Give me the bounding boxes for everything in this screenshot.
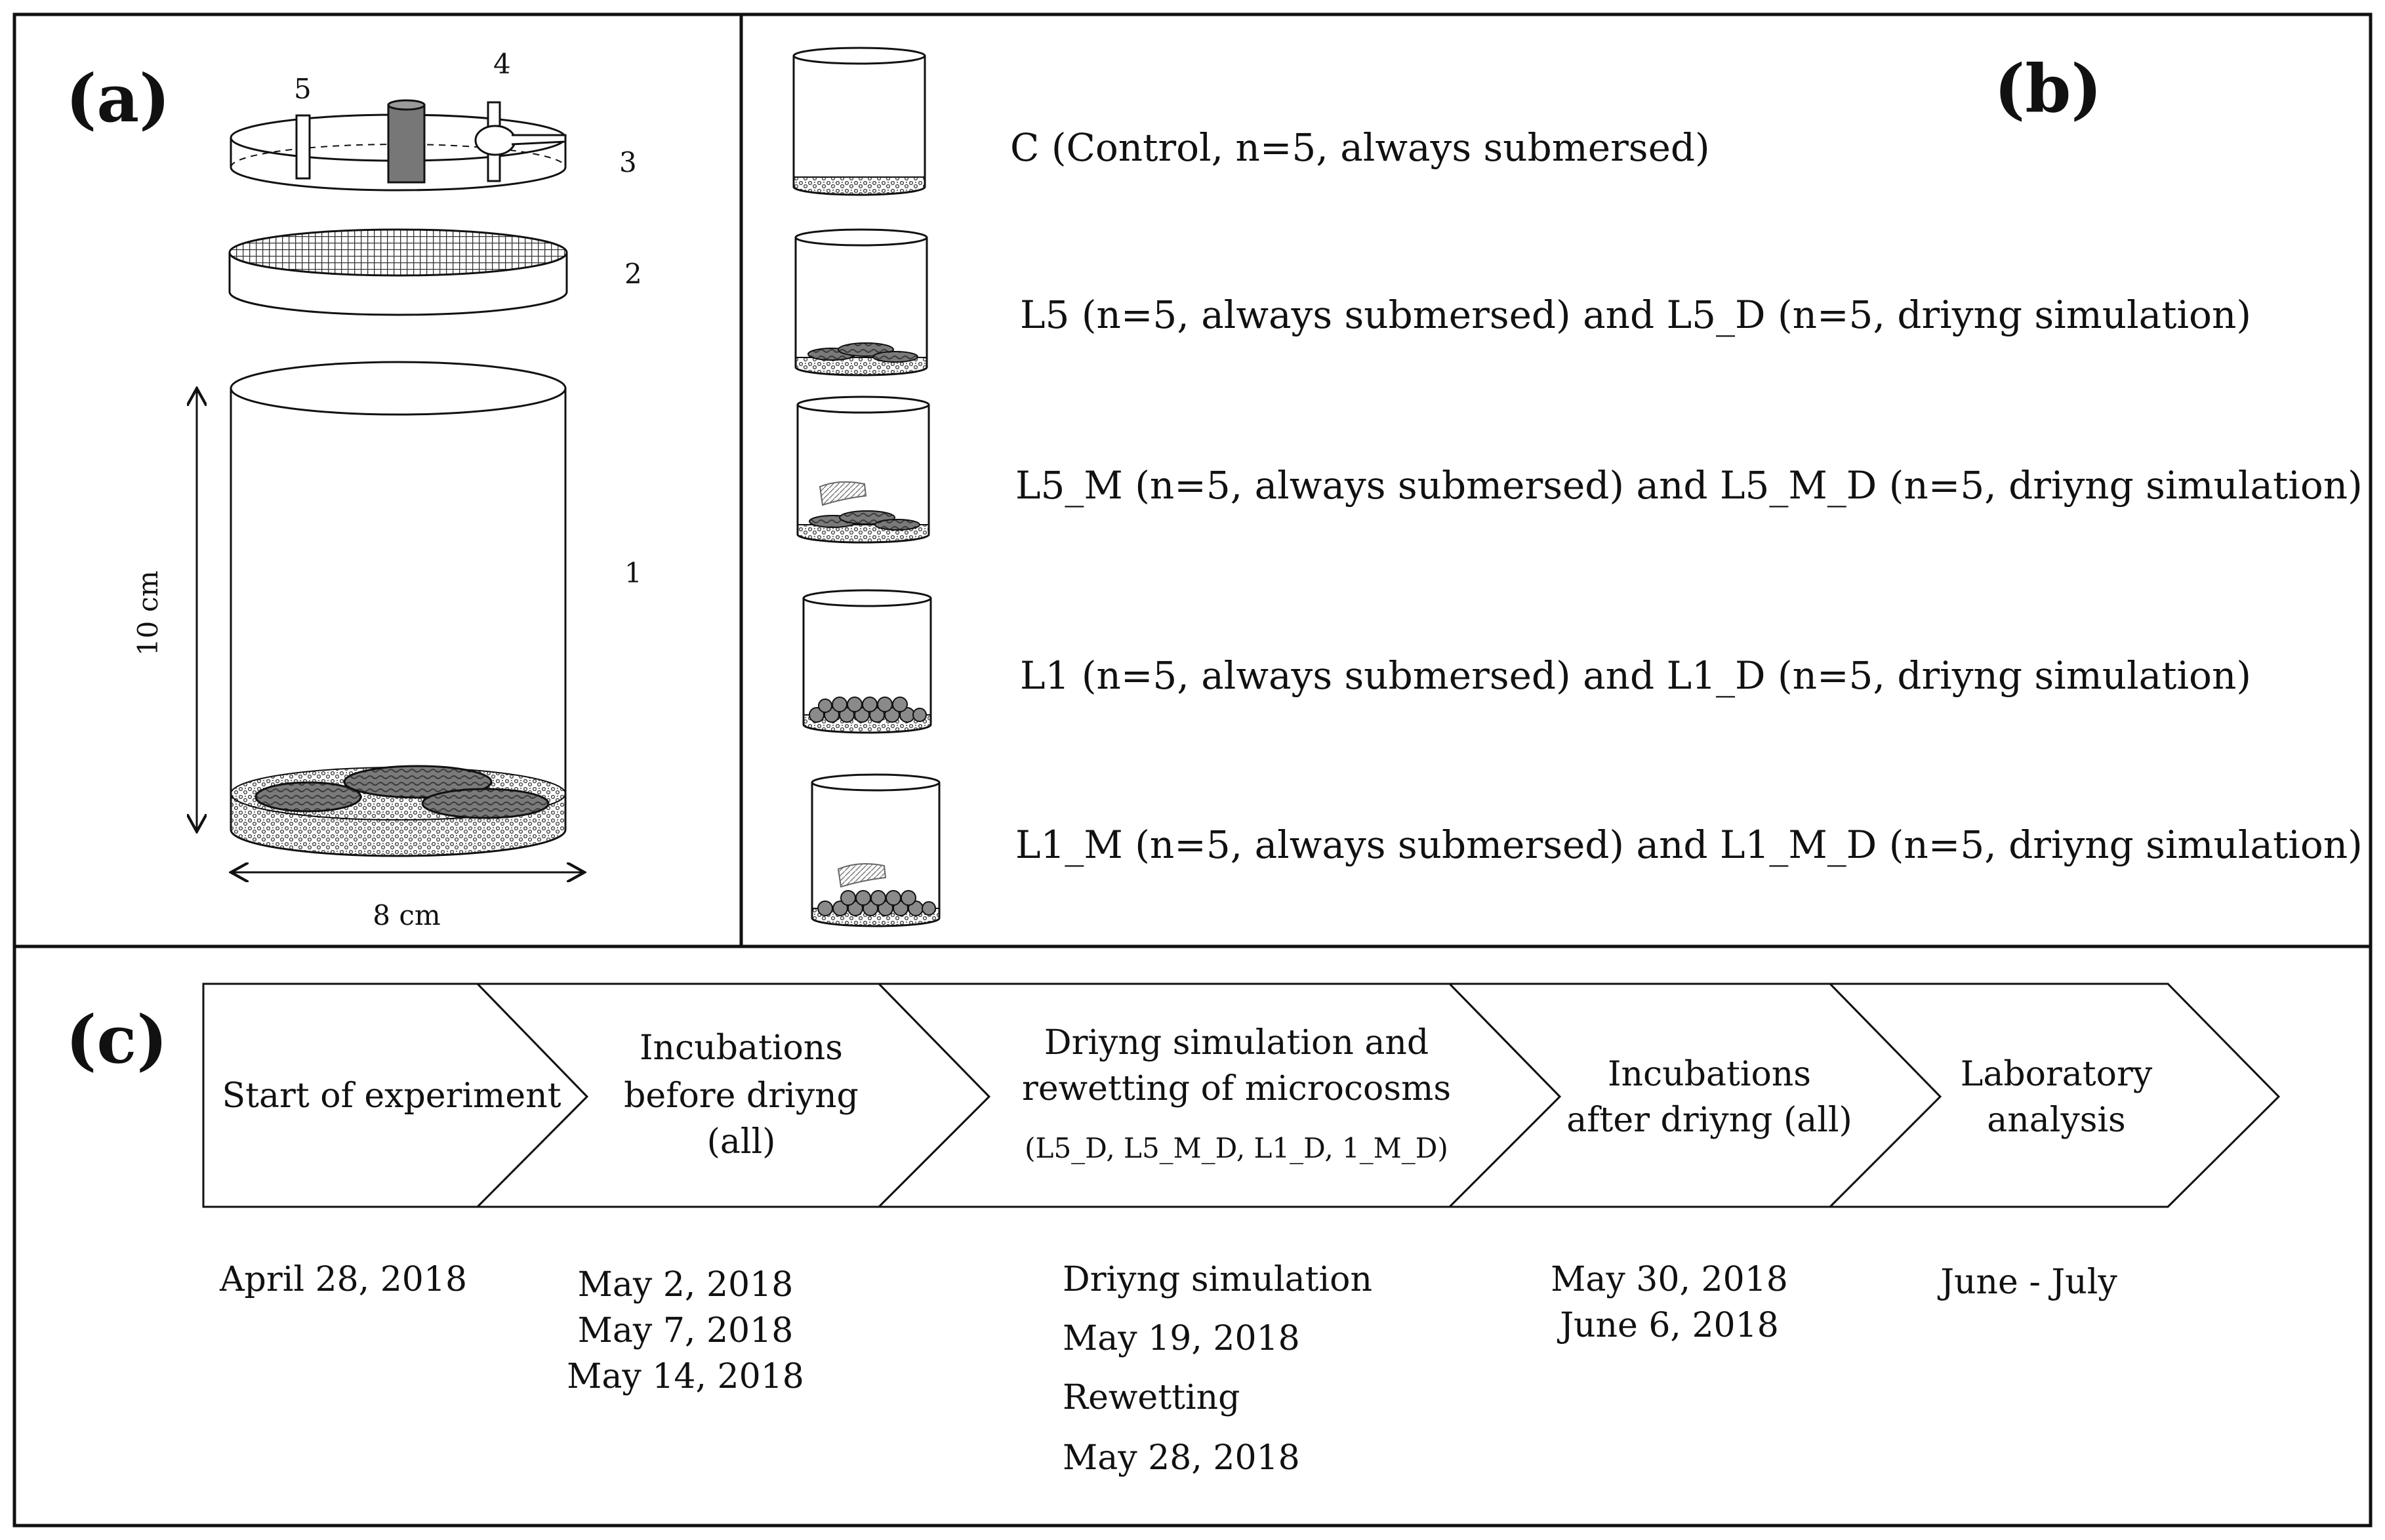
- step-3-date-4: May 28, 2018: [1063, 1438, 1300, 1478]
- l5m-leaf-3: [874, 519, 920, 531]
- step-2-date-2: May 7, 2018: [578, 1311, 794, 1350]
- height-label: 10 cm: [132, 571, 164, 656]
- step-3-text-line-2: rewetting of microcosms: [1022, 1069, 1451, 1108]
- treatment-label-l5: L5 (n=5, always submersed) and L5_D (n=5…: [1020, 293, 2251, 337]
- mesh-ring-top: [228, 228, 568, 277]
- part-number-1: 1: [624, 557, 642, 589]
- step-5-text-line-2: analysis: [1987, 1101, 2126, 1140]
- microcosm-l1m: [811, 773, 941, 927]
- l5-leaf-3: [872, 351, 918, 363]
- timeline-step-5-shape: [1827, 983, 2281, 1208]
- treatment-label-l1: L1 (n=5, always submersed) and L1_D (n=5…: [1020, 653, 2251, 698]
- cylinder-bottom-edge: [230, 829, 567, 857]
- step-2-text-line-3: (all): [707, 1122, 776, 1162]
- treatment-label-l5m: L5_M (n=5, always submersed) and L5_M_D …: [1015, 463, 2363, 508]
- microcosm-l1: [802, 589, 932, 734]
- valve-4-handle: [511, 134, 567, 146]
- main-cylinder: [230, 361, 567, 857]
- step-2-date-3: May 14, 2018: [567, 1357, 804, 1396]
- leaf-disc-3: [421, 788, 550, 819]
- part-number-2: 2: [624, 258, 642, 290]
- panel-c: (c) Start of experiment Incubations befo…: [66, 983, 2281, 1478]
- l1m-top: [811, 773, 941, 792]
- microcosm-l5m: [796, 395, 930, 544]
- part-number-5: 5: [294, 73, 312, 105]
- step-4-text-line-2: after driyng (all): [1566, 1101, 1852, 1140]
- step-3-text-line-1: Driyng simulation and: [1044, 1023, 1429, 1063]
- leaf-disc-2: [343, 765, 493, 799]
- mesh-ring: [228, 228, 568, 316]
- step-4-date-1: May 30, 2018: [1551, 1260, 1788, 1299]
- panel-b: (b) C (Control, n=5, always submersed) L…: [792, 47, 2363, 927]
- central-tube-top: [387, 99, 426, 111]
- step-1-date-1: April 28, 2018: [219, 1260, 467, 1299]
- l5-bottom: [794, 367, 928, 376]
- panel-c-label: (c): [66, 1001, 168, 1078]
- width-label: 8 cm: [373, 899, 440, 931]
- l1-bottom: [802, 724, 932, 734]
- l5m-top: [796, 395, 930, 414]
- part-number-4: 4: [493, 48, 511, 80]
- step-3-date-1: Driyng simulation: [1063, 1260, 1372, 1299]
- treatment-label-l1m: L1_M (n=5, always submersed) and L1_M_D …: [1015, 822, 2363, 867]
- frame: [12, 12, 2373, 1528]
- step-3-date-3: Rewetting: [1063, 1378, 1240, 1417]
- treatment-label-control: C (Control, n=5, always submersed): [1010, 125, 1710, 170]
- microcosm-control: [792, 47, 926, 196]
- l5m-macroinvertebrate: [819, 481, 867, 506]
- cylinder-top: [230, 361, 567, 416]
- l1-leaf-discs: [809, 697, 927, 723]
- panel-a: (a) 5 4 3 2: [66, 48, 642, 931]
- outer-border: [12, 12, 2373, 1528]
- step-2-text-line-1: Incubations: [640, 1028, 843, 1068]
- part-number-3: 3: [619, 146, 637, 178]
- l5m-bottom: [796, 534, 930, 544]
- step-5-text-line-1: Laboratory: [1961, 1055, 2153, 1094]
- step-4-date-2: June 6, 2018: [1557, 1306, 1779, 1345]
- l1-top: [802, 589, 932, 607]
- l1m-macroinvertebrate: [837, 863, 887, 888]
- step-3-subtext: (L5_D, L5_M_D, L1_D, 1_M_D): [1025, 1132, 1448, 1164]
- step-5-date-1: June - July: [1937, 1263, 2117, 1302]
- l1m-leaf-discs: [817, 890, 936, 916]
- step-4-text-line-1: Incubations: [1608, 1055, 1811, 1094]
- control-top: [792, 47, 926, 65]
- step-3-date-2: May 19, 2018: [1063, 1319, 1300, 1358]
- valve-4-bulb: [474, 125, 516, 156]
- lid: [230, 99, 567, 192]
- microcosm-l5: [794, 228, 928, 376]
- l5-top: [794, 228, 928, 247]
- step-2-text-line-2: before driyng: [624, 1076, 859, 1116]
- step-2-date-1: May 2, 2018: [578, 1265, 794, 1305]
- panel-a-label: (a): [66, 60, 170, 137]
- port-5: [295, 114, 311, 180]
- leaf-disc-1: [255, 781, 362, 813]
- central-tube: [387, 104, 426, 184]
- panel-b-label: (b): [1994, 50, 2102, 127]
- control-bottom: [792, 186, 926, 196]
- step-1-text: Start of experiment: [222, 1076, 561, 1116]
- l1m-bottom: [811, 918, 941, 927]
